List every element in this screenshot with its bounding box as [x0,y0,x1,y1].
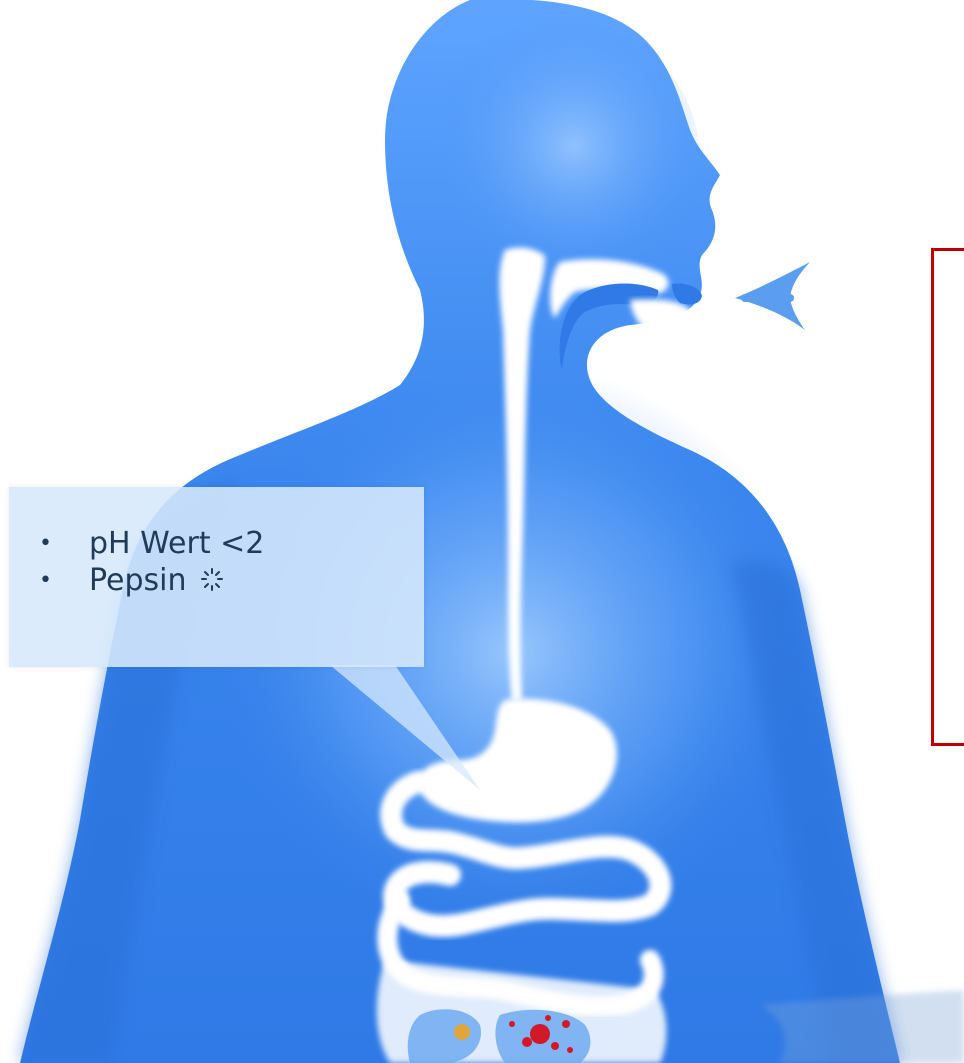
particle [530,1024,550,1044]
particle [522,1037,532,1047]
ph-value-text: pH Wert <2 [89,525,264,562]
bullet: • [39,562,89,599]
particle [567,1047,573,1053]
list-item: • Pepsin [39,562,264,599]
head-glow [420,20,700,300]
pepsin-text: Pepsin [89,562,187,599]
highlight-bracket [931,248,964,746]
bullet: • [39,525,89,562]
stomach-facts-list: • pH Wert <2 • Pepsin [39,525,264,599]
stomach-info-box: • pH Wert <2 • Pepsin [9,487,424,667]
particle [509,1021,515,1027]
enzyme-icon [197,566,227,596]
particle [454,1024,470,1040]
particle [562,1020,570,1028]
particle [545,1015,551,1021]
list-item: • pH Wert <2 [39,525,264,562]
particle [551,1042,559,1050]
intake-arrow-icon [735,262,810,330]
